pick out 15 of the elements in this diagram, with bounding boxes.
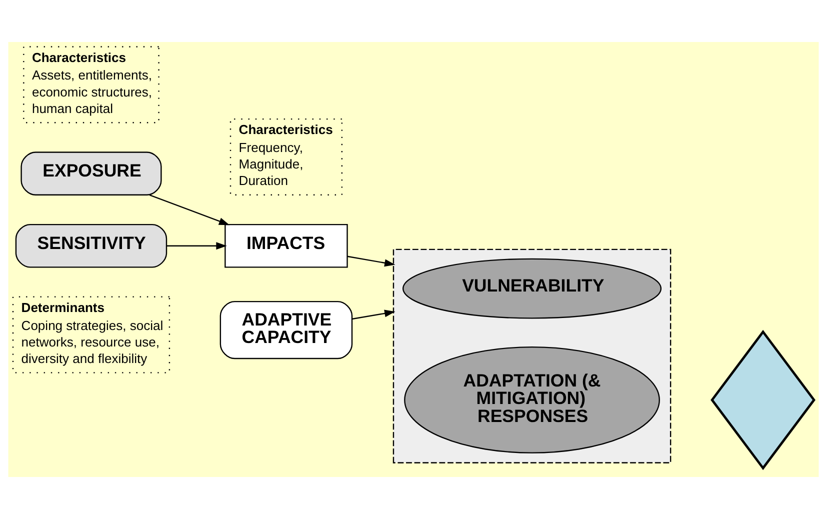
node-box: Characteristics Assets, entitlements, economic structures, human capital — [23, 46, 160, 124]
node-ellipse: VULNERABILITY — [402, 258, 662, 319]
arrow — [166, 242, 227, 250]
arrow — [352, 310, 396, 320]
node-diamond — [710, 330, 816, 470]
node-ellipse: ADAPTATION (& MITIGATION) RESPONSES — [404, 346, 660, 454]
node-box: EXPOSURE — [20, 152, 162, 196]
node-box: Determinants Coping strategies, social networks, resource use, diversity and flexibility — [12, 296, 170, 374]
arrow — [149, 194, 230, 226]
node-box: Characteristics Frequency, Magnitude, Duration — [230, 118, 342, 196]
arrow — [347, 256, 396, 267]
cluster — [392, 248, 672, 464]
node-box: IMPACTS — [224, 224, 348, 268]
node-box: ADAPTIVE CAPACITY — [220, 300, 353, 360]
node-box: SENSITIVITY — [15, 224, 168, 268]
